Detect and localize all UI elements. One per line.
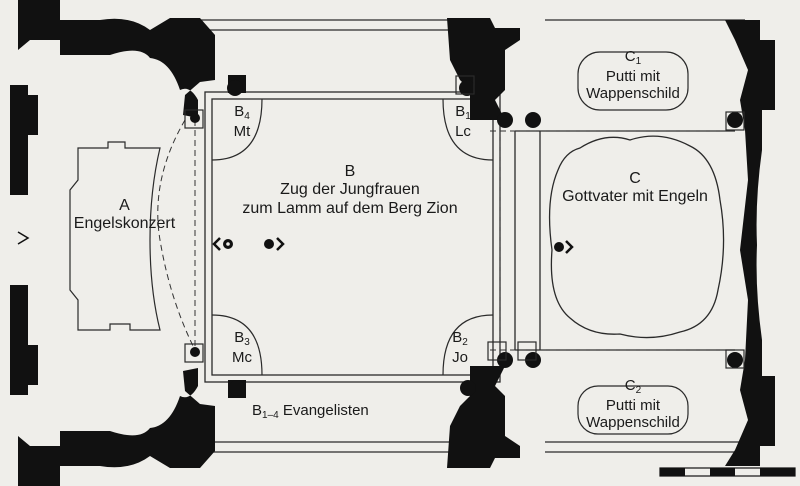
plinths (184, 75, 745, 369)
legend-sub: 1–4 (262, 410, 279, 421)
masonry (10, 0, 775, 486)
region-b-line1: Zug der Jungfrauen (280, 181, 420, 199)
corner-arcs (211, 98, 494, 376)
region-c2-label: C2 Putti mit Wappenschild (578, 377, 688, 431)
corner-b4-code: B4 (234, 103, 250, 122)
region-b-letter: B (344, 163, 356, 180)
region-c2-line2: Wappenschild (586, 413, 680, 431)
region-c-title: Gottvater mit Engeln (562, 188, 708, 206)
region-c2-code: C2 (624, 377, 642, 396)
region-b-label: B Zug der Jungfrauen zum Lamm auf dem Be… (205, 163, 495, 218)
c2-cartouche (577, 385, 689, 435)
region-a-cartouche (69, 141, 161, 331)
corner-b3-abbr: Mc (232, 348, 252, 366)
dashed-guides (157, 119, 735, 352)
viewpoint-markers (17, 231, 574, 254)
scale-bar (659, 467, 796, 477)
region-c1-line2: Wappenschild (586, 84, 680, 102)
legend-evangelisten: B1–4 Evangelisten (252, 402, 369, 422)
pillars (190, 80, 743, 396)
region-a-label: A Engelskonzert (72, 197, 177, 234)
region-c1-line1: Putti mit (605, 67, 661, 85)
corner-b3-label: B3 Mc (222, 329, 262, 366)
region-c-letter: C (629, 170, 641, 187)
region-a-title: Engelskonzert (73, 215, 176, 233)
corner-b1-abbr: Lc (455, 122, 471, 140)
region-c1-label: C1 Putti mit Wappenschild (578, 48, 688, 102)
region-c-label: C Gottvater mit Engeln (545, 170, 725, 207)
corner-b1-label: B1 Lc (443, 103, 483, 140)
region-c2-line1: Putti mit (605, 396, 661, 414)
corner-b4-label: B4 Mt (222, 103, 262, 140)
legend-letter: B (252, 402, 263, 419)
region-c1-code: C1 (624, 48, 642, 67)
legend-text: Evangelisten (278, 402, 369, 419)
corner-b1-code: B1 (455, 103, 471, 122)
region-c-cloud (548, 135, 725, 339)
corner-b2-abbr: Jo (452, 348, 468, 366)
corner-b2-label: B2 Jo (440, 329, 480, 366)
corner-b4-abbr: Mt (233, 122, 251, 140)
c1-cartouche (577, 51, 689, 111)
corner-b3-code: B3 (234, 329, 250, 348)
region-b-line2: zum Lamm auf dem Berg Zion (242, 199, 458, 217)
region-a-letter: A (119, 197, 130, 214)
corner-b2-code: B2 (452, 329, 468, 348)
